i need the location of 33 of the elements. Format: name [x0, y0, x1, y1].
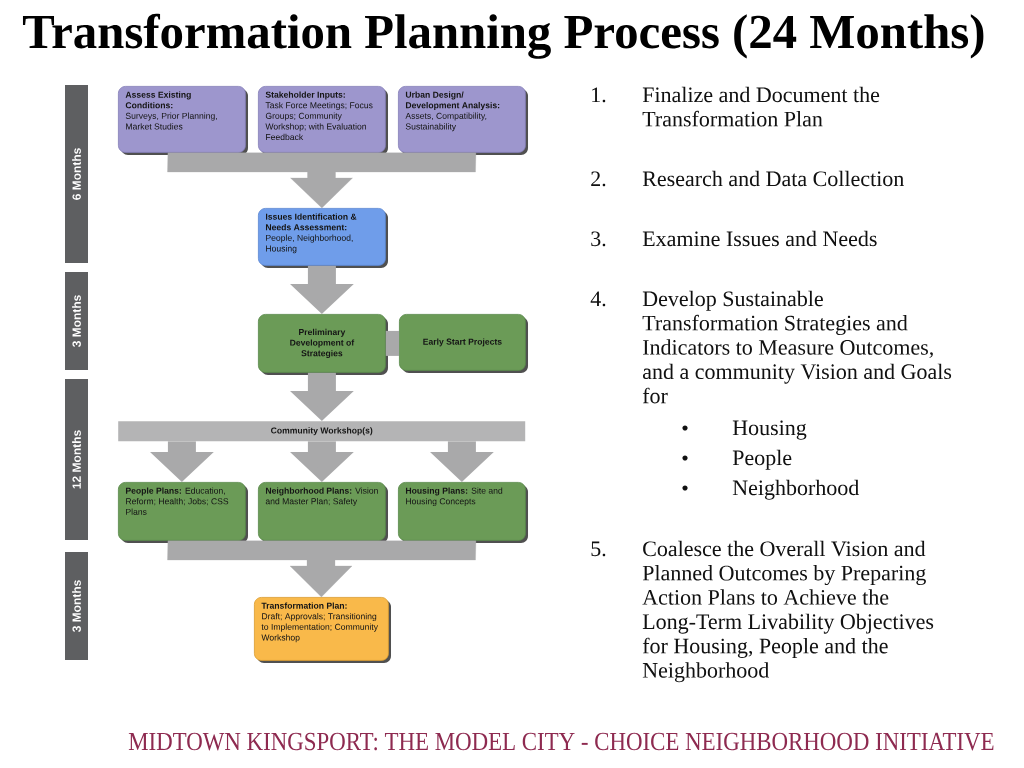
duration-band: 3 Months	[65, 272, 88, 370]
workshop-band: Community Workshop(s)	[118, 421, 526, 442]
connector-bar	[385, 330, 399, 356]
process-box: Assess Existing Conditions: Surveys, Prior Planning, Market Studies	[118, 86, 248, 155]
list-number: 2.	[591, 171, 606, 187]
list-item: Develop Sustainable Transformation Strategies and Indicators to Measure Outcomes, and a community Vision and Goals for	[642, 290, 952, 404]
list-number: 1.	[592, 87, 606, 103]
footer-text: MIDTOWN KINGSPORT: THE MODEL CITY - CHOICE NEIGHBORHOOD INITIATIVE	[128, 732, 994, 751]
process-box: People Plans: Education, Reform; Health; Jobs; CSS Plans	[118, 482, 248, 543]
duration-band: 12 Months	[65, 379, 88, 540]
process-box: Stakeholder Inputs: Task Force Meetings; Focus Groups; Community Workshop; with Evaluation Feedback	[258, 86, 388, 155]
list-item: Housing	[732, 420, 807, 440]
process-box: Early Start Projects	[399, 314, 528, 373]
list-number: 4.	[590, 291, 606, 307]
duration-band: 3 Months	[65, 552, 88, 660]
list-item: Finalize and Document the Transformation Plan	[642, 86, 880, 127]
arrow	[167, 540, 477, 598]
process-box: Housing Plans: Site and Housing Concepts	[398, 482, 528, 543]
process-box: Urban Design/ Development Analysis: Assets, Compatibility, Sustainability	[398, 86, 528, 155]
process-box: Issues Identification & Needs Assessment: People, Neighborhood, Housing	[258, 208, 388, 268]
process-box: Transformation Plan: Draft; Approvals; Transitioning to Implementation; Community Workshop	[254, 597, 391, 663]
process-box: Neighborhood Plans: Vision and Master Plan; Safety	[258, 482, 388, 543]
list-item: Neighborhood	[732, 479, 860, 500]
process-box: Preliminary Development of Strategies	[258, 314, 388, 375]
list-item: Coalesce the Overall Vision and Planned Outcomes by Preparing Action Plans to Achieve the Long-Term Livability Objectives for Housing, People and the Neighborhood	[642, 540, 934, 683]
list-item: Research and Data Collection	[642, 170, 904, 187]
duration-band: 6 Months	[65, 85, 88, 263]
list-number: 5.	[591, 541, 606, 557]
arrow	[167, 152, 477, 209]
title: Transformation Planning Process (24 Months)	[22, 13, 984, 59]
list-number: 3.	[591, 231, 606, 247]
list-item: Examine Issues and Needs	[642, 230, 877, 247]
list-item: People	[732, 449, 792, 470]
